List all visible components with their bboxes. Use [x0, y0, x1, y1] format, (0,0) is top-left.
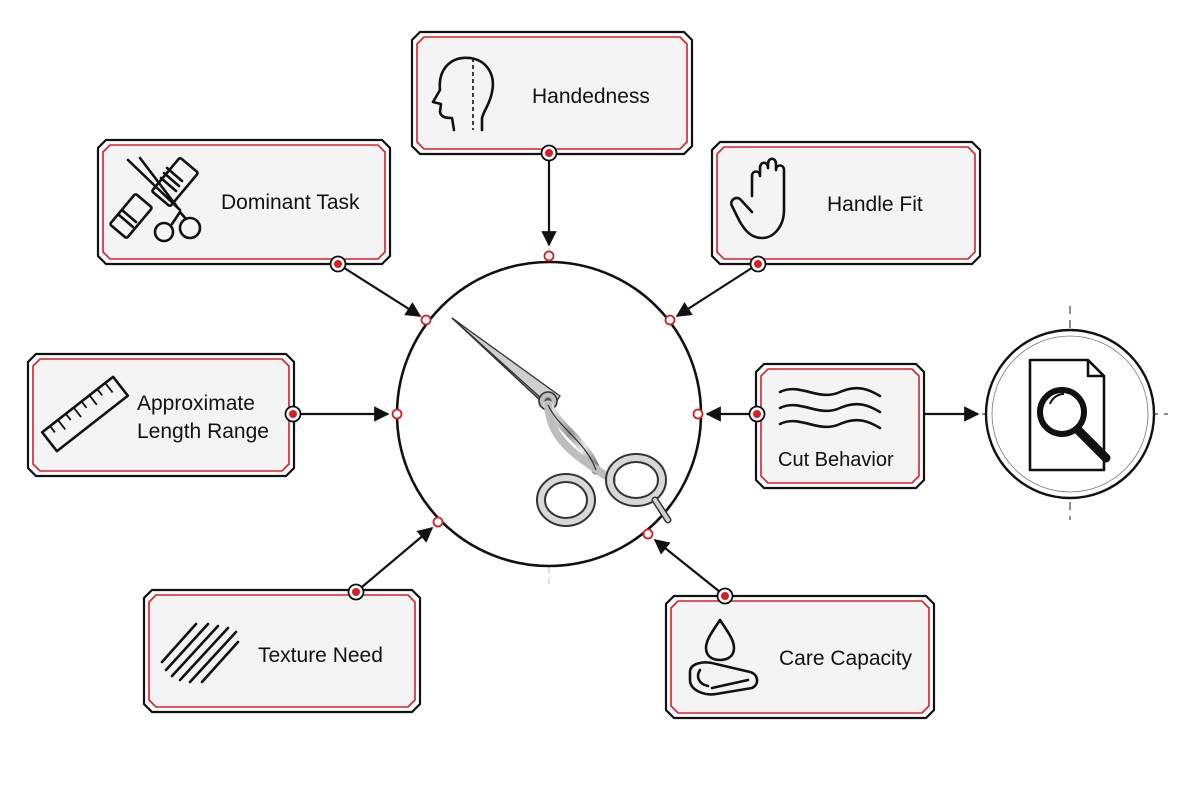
label-handle-fit: Handle Fit: [827, 193, 923, 216]
anchor-lower-left: [432, 516, 444, 528]
label-handedness: Handedness: [532, 85, 650, 108]
port-cut-behavior: [753, 410, 761, 418]
wave-lines-icon: [778, 386, 882, 430]
port-care-capacity: [721, 592, 729, 600]
anchor-upper-right: [664, 314, 676, 326]
label-care-capacity: Care Capacity: [779, 647, 913, 670]
card-cut-behavior: Cut Behavior: [748, 362, 926, 490]
anchor-left: [391, 408, 403, 420]
anchor-top: [543, 250, 555, 262]
card-texture-need: Texture Need: [142, 583, 422, 714]
connector-texture-need: [355, 527, 434, 593]
connector-dominant-task: [337, 263, 422, 317]
connector-care-capacity: [653, 539, 726, 597]
ruler-icon: [40, 375, 130, 453]
port-length-range: [289, 410, 297, 418]
port-handedness: [545, 149, 553, 157]
document-magnifier-icon: [1028, 358, 1111, 472]
anchor-right: [692, 408, 704, 420]
label-length-range-line2: Length Range: [137, 420, 269, 443]
port-dominant-task: [334, 260, 342, 268]
port-texture-need: [352, 588, 360, 596]
card-dominant-task: Dominant Task: [96, 138, 392, 273]
scissors-comb-icon: [109, 156, 202, 243]
anchor-lower-right: [642, 528, 654, 540]
connectors: [293, 154, 980, 597]
label-cut-behavior: Cut Behavior: [778, 449, 894, 471]
label-texture-need: Texture Need: [258, 644, 383, 667]
head-profile-icon: [431, 56, 495, 132]
label-length-range-line1: Approximate: [137, 392, 255, 415]
anchor-upper-left: [420, 314, 432, 326]
connector-handle-fit: [675, 263, 759, 317]
label-dominant-task: Dominant Task: [221, 191, 360, 214]
port-handle-fit: [754, 260, 762, 268]
card-care-capacity: Care Capacity: [664, 587, 936, 720]
texture-lines-icon: [160, 622, 240, 684]
card-handle-fit: Handle Fit: [710, 140, 982, 273]
center-hub: [391, 248, 704, 588]
droplet-towel-icon: [688, 618, 759, 696]
output-node: [982, 306, 1168, 520]
card-handedness: Handedness: [410, 30, 694, 162]
shears-icon: [451, 317, 672, 527]
card-length-range: Approximate Length Range: [26, 352, 302, 478]
hand-icon: [730, 157, 786, 240]
